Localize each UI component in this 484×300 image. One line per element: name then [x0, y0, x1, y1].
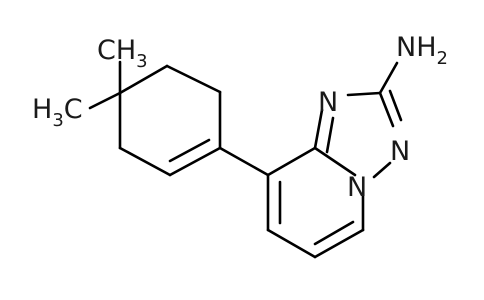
bond-tz-c8a-n1-double — [325, 116, 335, 154]
methyl-top-h: H — [116, 35, 136, 66]
bond-py-c7-c6 — [266, 228, 317, 259]
bond-py-c8-c8a — [266, 146, 317, 177]
bond-tz-c2-nh2 — [378, 61, 399, 95]
methyl-top-label: CH3 — [97, 35, 148, 72]
bond-ring-c5-c6 — [118, 146, 172, 177]
bond-ring-to-core — [218, 146, 270, 177]
pyridine-ring-bonds — [266, 146, 365, 259]
amine-subscript: 2 — [437, 48, 448, 69]
ring-n-top-label: N — [318, 87, 338, 118]
bond-tz-n1-c2 — [346, 91, 382, 97]
methyl-left-subscript: 3 — [52, 110, 63, 131]
bond-py-c6-c5-double — [313, 220, 355, 246]
methyl-top-subscript: 3 — [136, 51, 147, 72]
bond-ring-c2-c3 — [165, 64, 222, 94]
cyclohexene-ring-bonds — [118, 64, 222, 177]
bond-py-c6-c5 — [313, 228, 365, 259]
bond-ring-c4-c5-double — [168, 138, 211, 163]
methyl-left-h: H — [32, 94, 52, 125]
methyl-bonds — [88, 60, 122, 110]
atom-labels: NH2 N N N CH3 H3C — [32, 32, 448, 203]
bond-tz-c8a-n1 — [313, 108, 324, 150]
amine-n: N — [396, 32, 416, 63]
methyl-top-c: C — [97, 35, 116, 66]
amine-label: NH2 — [396, 32, 448, 69]
ring-n-bridge-label: N — [347, 172, 367, 203]
bond-methyl-left — [88, 91, 122, 110]
methyl-left-c: C — [64, 94, 83, 125]
bond-ring-c1-c2 — [118, 64, 169, 95]
bond-ring-c4-c5 — [168, 146, 222, 177]
triazole-ring-bonds — [313, 61, 403, 179]
ring-n-right-label: N — [390, 136, 410, 167]
bond-tz-c2-n3-double — [388, 89, 403, 122]
methyl-left-label: H3C — [32, 94, 83, 131]
bond-tz-c2-n3 — [378, 91, 395, 128]
bond-py-n4-c8a — [313, 146, 357, 177]
amine-h: H — [416, 32, 436, 63]
bond-tz-n3-n4 — [372, 161, 392, 179]
